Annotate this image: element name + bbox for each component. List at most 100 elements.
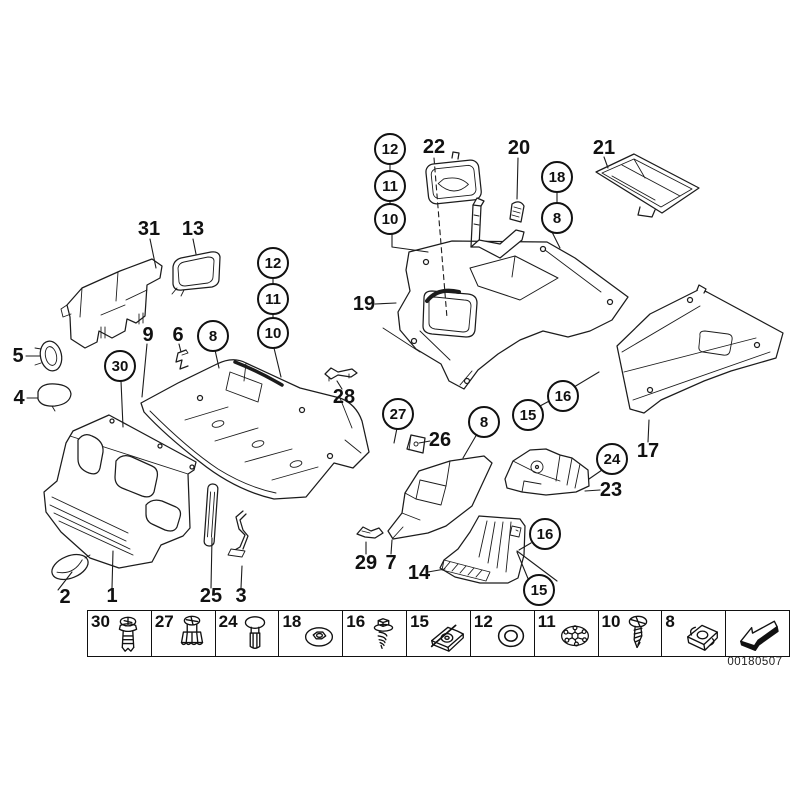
part-4-drawing[interactable] bbox=[37, 383, 72, 412]
part-19-drawing[interactable] bbox=[382, 240, 629, 390]
part-6-drawing[interactable] bbox=[175, 349, 189, 370]
part-2-notch bbox=[84, 554, 91, 559]
leader-line bbox=[647, 419, 650, 443]
callout-11[interactable]: 11 bbox=[374, 170, 406, 202]
leader-line bbox=[462, 433, 478, 459]
callout-28[interactable]: 28 bbox=[332, 386, 356, 408]
callout-29[interactable]: 29 bbox=[354, 552, 378, 574]
part-22-drawing[interactable] bbox=[425, 159, 482, 205]
callout-19[interactable]: 19 bbox=[352, 293, 376, 315]
callout-23[interactable]: 23 bbox=[599, 479, 623, 501]
leader-line bbox=[210, 537, 213, 589]
callout-12[interactable]: 12 bbox=[257, 247, 289, 279]
callout-10[interactable]: 10 bbox=[374, 203, 406, 235]
part-14-drawing[interactable] bbox=[439, 515, 526, 584]
callout-4[interactable]: 4 bbox=[13, 387, 25, 409]
leader-line bbox=[178, 343, 182, 353]
leader-line bbox=[516, 551, 530, 582]
callout-9[interactable]: 9 bbox=[142, 324, 154, 346]
callout-5[interactable]: 5 bbox=[12, 345, 24, 367]
callout-20[interactable]: 20 bbox=[507, 137, 531, 159]
callout-17[interactable]: 17 bbox=[636, 440, 660, 462]
callout-21[interactable]: 21 bbox=[592, 137, 616, 159]
part-26-drawing[interactable] bbox=[406, 434, 426, 454]
part-2-drawing[interactable] bbox=[48, 550, 91, 585]
part-7-drawing[interactable] bbox=[387, 455, 493, 540]
legend-cell-10[interactable]: 10 bbox=[597, 611, 662, 656]
part-13-drawing[interactable] bbox=[171, 251, 221, 297]
legend-cell-16[interactable]: 16 bbox=[342, 611, 406, 656]
leader-line bbox=[588, 469, 603, 480]
callout-15[interactable]: 15 bbox=[523, 574, 555, 606]
leader-line bbox=[336, 380, 343, 390]
part-9-drawing[interactable] bbox=[140, 359, 370, 500]
part-28-drawing[interactable] bbox=[324, 367, 358, 382]
legend-cell-24[interactable]: 24 bbox=[214, 611, 279, 656]
legend-cell-11[interactable]: 11 bbox=[533, 611, 598, 656]
callout-25[interactable]: 25 bbox=[199, 585, 223, 607]
callout-3[interactable]: 3 bbox=[235, 585, 247, 607]
callout-11[interactable]: 11 bbox=[257, 283, 289, 315]
part-3-drawing[interactable] bbox=[227, 510, 249, 558]
legend-number: 27 bbox=[154, 612, 174, 631]
callout-18[interactable]: 18 bbox=[541, 161, 573, 193]
legend-cell-12[interactable]: 12 bbox=[469, 611, 534, 656]
callout-15[interactable]: 15 bbox=[512, 399, 544, 431]
callout-2[interactable]: 2 bbox=[59, 586, 71, 608]
callout-26[interactable]: 26 bbox=[428, 429, 452, 451]
legend-cell-15[interactable]: 15 bbox=[406, 611, 470, 656]
legend-number: 16 bbox=[346, 612, 366, 631]
part-5-drawing[interactable] bbox=[38, 339, 65, 373]
callout-6[interactable]: 6 bbox=[172, 324, 184, 346]
part-31-drawing[interactable] bbox=[60, 258, 163, 349]
callout-8[interactable]: 8 bbox=[541, 202, 573, 234]
callout-22[interactable]: 22 bbox=[422, 136, 446, 158]
direction-arrow-icon bbox=[739, 620, 779, 651]
legend-cell-27[interactable]: 27 bbox=[150, 611, 215, 656]
callout-1[interactable]: 1 bbox=[106, 585, 118, 607]
leader-line bbox=[120, 380, 124, 428]
part-29-drawing[interactable] bbox=[356, 526, 384, 539]
legend-cell-8[interactable]: 8 bbox=[661, 611, 725, 656]
callout-30[interactable]: 30 bbox=[104, 350, 136, 382]
callout-16[interactable]: 16 bbox=[547, 380, 579, 412]
callout-12[interactable]: 12 bbox=[374, 133, 406, 165]
callout-31[interactable]: 31 bbox=[137, 218, 161, 240]
part-25-drawing[interactable] bbox=[203, 483, 219, 547]
clip-nut-icon bbox=[687, 624, 719, 651]
leader-line bbox=[390, 539, 393, 555]
callout-8[interactable]: 8 bbox=[468, 406, 500, 438]
callout-14[interactable]: 14 bbox=[407, 562, 431, 584]
leader-line bbox=[516, 550, 558, 582]
part-20-drawing[interactable] bbox=[470, 197, 525, 259]
leader-line bbox=[393, 427, 398, 444]
leader-line bbox=[214, 349, 220, 369]
callout-24[interactable]: 24 bbox=[596, 443, 628, 475]
legend-number: 10 bbox=[601, 612, 621, 631]
legend-cell-18[interactable]: 18 bbox=[278, 611, 342, 656]
callout-13[interactable]: 13 bbox=[181, 218, 205, 240]
part-5-tabs bbox=[34, 347, 42, 366]
part-23-drawing[interactable] bbox=[504, 448, 590, 496]
leader-line bbox=[57, 571, 73, 591]
part-21-drawing[interactable] bbox=[595, 153, 700, 218]
legend-number: 11 bbox=[537, 612, 556, 631]
legend-number: 15 bbox=[410, 612, 429, 631]
leader-line bbox=[149, 238, 157, 269]
legend-number: 30 bbox=[91, 612, 110, 631]
leader-line bbox=[374, 302, 397, 305]
callout-8[interactable]: 8 bbox=[197, 320, 229, 352]
legend-cell-arrow[interactable] bbox=[725, 611, 789, 656]
callout-7[interactable]: 7 bbox=[385, 552, 397, 574]
expanding-rivet-icon bbox=[180, 615, 203, 645]
cover-plate-with-pin-icon bbox=[430, 624, 464, 652]
legend-cell-30[interactable]: 30 bbox=[88, 611, 151, 656]
callout-16[interactable]: 16 bbox=[529, 518, 561, 550]
callout-10[interactable]: 10 bbox=[257, 317, 289, 349]
part-1-drawing[interactable] bbox=[43, 414, 197, 569]
part-17-drawing[interactable] bbox=[616, 284, 784, 414]
callout-27[interactable]: 27 bbox=[382, 398, 414, 430]
